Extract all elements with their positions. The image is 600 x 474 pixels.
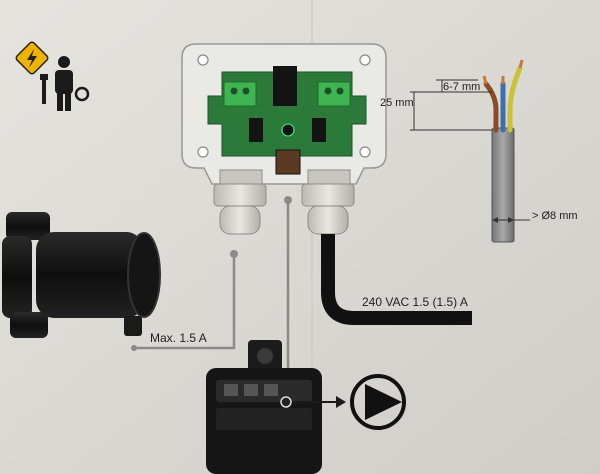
electrician-person-icon [40, 56, 90, 111]
supply-rating-label: 240 VAC 1.5 (1.5) A [362, 295, 468, 309]
strip-length-label: 6-7 mm [443, 81, 481, 93]
terminal-block-right [317, 81, 351, 107]
pump-symbol-icon [350, 374, 406, 430]
relay-right [312, 118, 326, 142]
cable-gland-left [213, 169, 267, 235]
circulator-pump [2, 212, 161, 338]
pump-leader-dot [230, 250, 238, 258]
warning-electrician-icon [15, 41, 49, 75]
controller-unit [206, 340, 322, 474]
status-led [281, 123, 295, 137]
cable-diameter-label: > Ø8 mm [532, 210, 578, 222]
pump-leader-line [134, 254, 236, 350]
sheath-length-label: 25 mm [380, 97, 414, 109]
pump-leader-end [131, 345, 137, 351]
controller-leader-dot [284, 196, 292, 204]
dimension-diameter [492, 217, 530, 223]
output-arrowhead [336, 396, 346, 408]
pump-max-current-label: Max. 1.5 A [150, 331, 207, 345]
supply-cable [321, 234, 472, 325]
output-port [280, 396, 292, 408]
dimension-sheath [410, 91, 492, 131]
relay-left [249, 118, 263, 142]
center-connector [275, 149, 301, 175]
terminal-block-left [223, 81, 257, 107]
cable-gland-right [301, 169, 355, 235]
stripped-cable-detail [482, 59, 524, 243]
chip [273, 66, 297, 106]
